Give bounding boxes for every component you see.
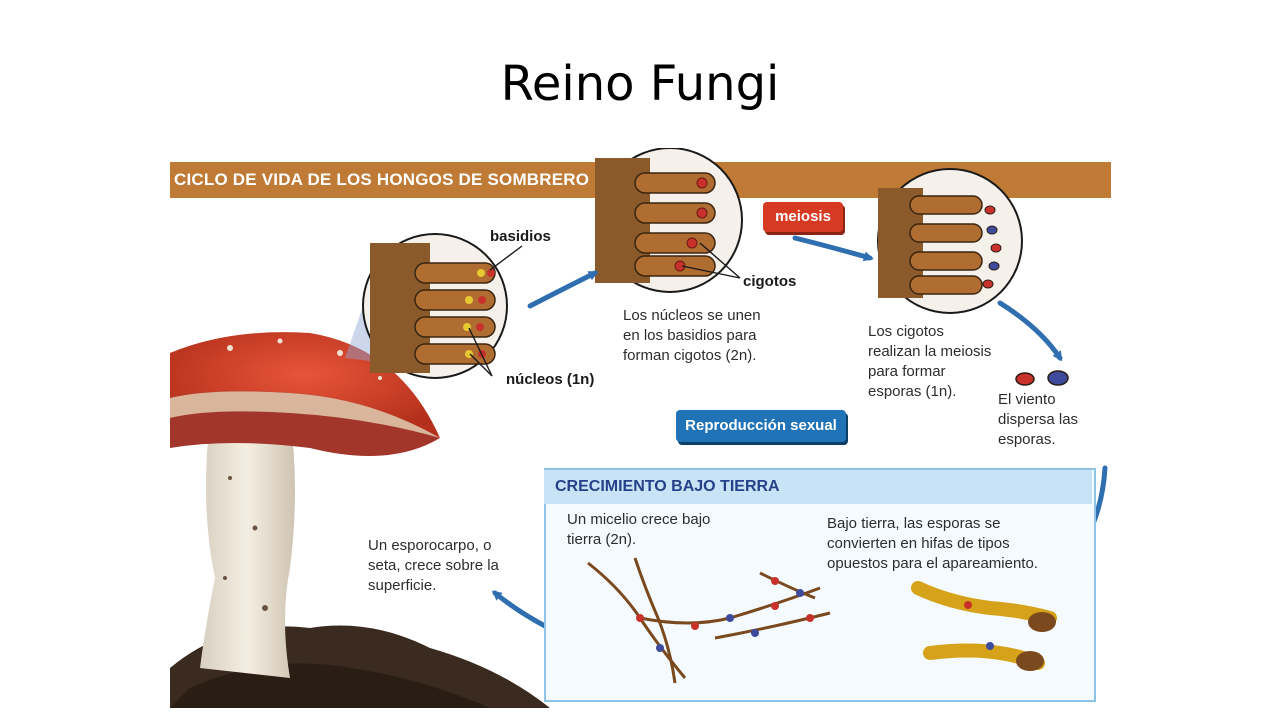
diagram-header: CICLO DE VIDA DE LOS HONGOS DE SOMBRERO bbox=[174, 170, 590, 189]
caption-micelio: Un micelio crece bajo tierra (2n). bbox=[567, 511, 711, 548]
basidios-label: basidios bbox=[490, 228, 551, 245]
arrow-to-meiosis bbox=[792, 235, 874, 262]
caption-cigotos-meiosis: Los cigotos realizan la meiosis para for… bbox=[868, 323, 992, 400]
slide-title: Reino Fungi bbox=[500, 56, 780, 112]
basidia-circle-1 bbox=[362, 233, 523, 379]
life-cycle-diagram: CICLO DE VIDA DE LOS HONGOS DE SOMBRERO bbox=[170, 148, 1111, 708]
sexual-reproduction-label: Reproducción sexual bbox=[676, 410, 846, 442]
cigotos-label: cigotos bbox=[743, 273, 797, 290]
basidia-circle-3 bbox=[877, 168, 1023, 314]
caption-nucleos-unen: Los núcleos se unen en los basidios para… bbox=[623, 307, 761, 364]
nucleos-label: núcleos (1n) bbox=[506, 371, 595, 388]
meiosis-label: meiosis bbox=[763, 202, 843, 232]
caption-bajo-tierra: Bajo tierra, las esporas se convierten e… bbox=[827, 515, 1038, 572]
mushroom-illustration bbox=[170, 332, 440, 678]
dispersed-spores bbox=[1015, 370, 1069, 386]
arrow-to-dispersal bbox=[997, 300, 1063, 362]
underground-growth-header bbox=[544, 470, 1092, 504]
underground-growth-title: CRECIMIENTO BAJO TIERRA bbox=[555, 478, 780, 495]
caption-viento: El viento dispersa las esporas. bbox=[998, 391, 1079, 448]
arrow-to-zygotes bbox=[527, 270, 599, 309]
caption-esporocarpo: Un esporocarpo, o seta, crece sobre la s… bbox=[368, 537, 499, 594]
basidia-circle-2 bbox=[595, 148, 743, 293]
